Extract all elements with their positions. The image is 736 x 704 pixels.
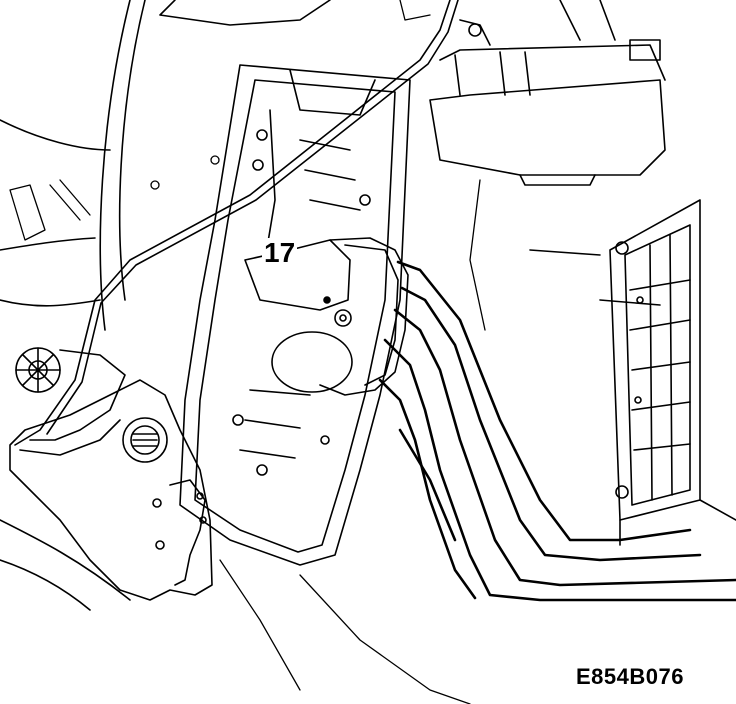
upper-right-box — [429, 0, 666, 186]
bolt-hole-icon — [155, 540, 165, 550]
callout-label-17: 17 — [262, 237, 298, 268]
pipe-connector-block — [244, 237, 409, 396]
panel-bolt-icon — [615, 241, 629, 255]
round-port-icon — [122, 417, 168, 463]
firewall-outline — [0, 0, 331, 331]
heater-housing-frame — [179, 64, 411, 566]
left-bracket — [0, 347, 213, 611]
bolt-hole-icon — [152, 498, 162, 508]
bolt-icon — [232, 414, 244, 426]
pipe-port-lower — [271, 331, 353, 393]
panel-bolt-icon — [615, 485, 629, 499]
bolt-icon — [256, 129, 268, 141]
callout-dot — [323, 296, 331, 304]
control-rod — [14, 0, 459, 446]
coolant-pipes — [378, 260, 736, 602]
figure-reference-code: E854B076 — [576, 664, 684, 689]
right-grille-panel — [529, 199, 736, 546]
background-edges — [9, 0, 486, 704]
connector-bolt-icon — [334, 309, 352, 327]
